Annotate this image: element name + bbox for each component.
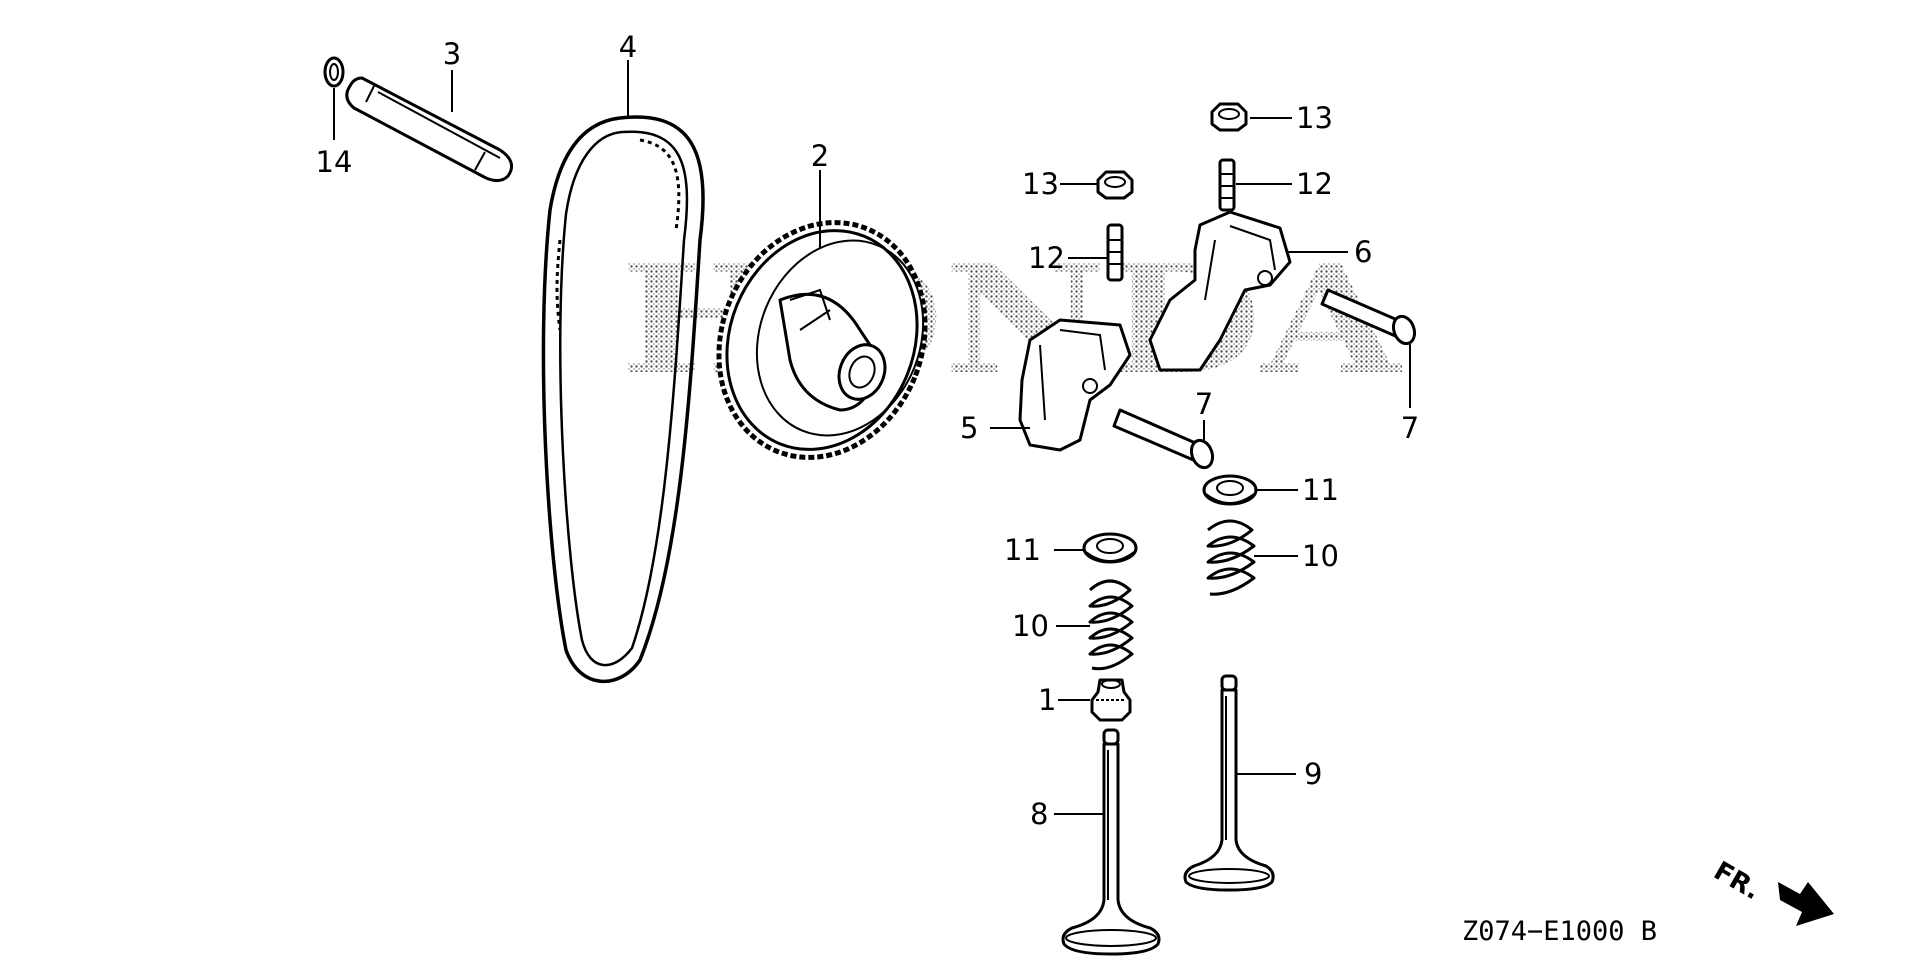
adjusting-screw-left-part bbox=[1106, 223, 1124, 282]
spring-retainer-left-part bbox=[1082, 532, 1138, 564]
callout-10-right: 10 bbox=[1302, 539, 1339, 573]
intake-valve-part bbox=[1061, 728, 1161, 956]
cam-pulley-part bbox=[716, 220, 928, 460]
valve-spring-left-part bbox=[1088, 579, 1134, 671]
front-arrow-icon bbox=[1778, 882, 1834, 926]
shaft-part bbox=[345, 76, 514, 183]
callouts: 14 3 4 2 13 12 13 12 6 5 7 7 11 10 11 10… bbox=[316, 30, 1420, 831]
callout-13-left: 13 bbox=[1022, 167, 1059, 201]
front-direction-arrow: FR. bbox=[1709, 856, 1834, 926]
callout-12-left: 12 bbox=[1028, 241, 1065, 275]
valve-spring-right-part bbox=[1206, 519, 1256, 596]
callout-3: 3 bbox=[443, 37, 461, 71]
callout-11-left: 11 bbox=[1004, 533, 1041, 567]
adjusting-screw-right-part bbox=[1218, 158, 1236, 212]
leader-lines bbox=[333, 60, 1411, 815]
callout-7-right: 7 bbox=[1401, 411, 1419, 445]
callout-13-right: 13 bbox=[1296, 101, 1333, 135]
timing-belt-part bbox=[541, 115, 705, 684]
callout-5: 5 bbox=[960, 411, 978, 445]
callout-7-left: 7 bbox=[1195, 387, 1213, 421]
spring-retainer-right-part bbox=[1202, 474, 1258, 506]
rocker-pin-left-part bbox=[1112, 408, 1215, 470]
nut-left-part bbox=[1096, 170, 1134, 200]
nut-right-part bbox=[1210, 102, 1248, 132]
diagram-code: Z074−E1000 B bbox=[1462, 916, 1657, 947]
rocker-arm-left-part bbox=[1018, 318, 1132, 452]
callout-11-right: 11 bbox=[1302, 473, 1339, 507]
callout-6: 6 bbox=[1354, 235, 1372, 269]
callout-10-left: 10 bbox=[1012, 609, 1049, 643]
callout-14: 14 bbox=[316, 145, 353, 179]
callout-8: 8 bbox=[1030, 797, 1048, 831]
callout-12-right: 12 bbox=[1296, 167, 1333, 201]
rocker-arm-right-part bbox=[1148, 210, 1292, 372]
callout-9: 9 bbox=[1304, 757, 1322, 791]
callout-2: 2 bbox=[811, 139, 829, 173]
stem-seal-part bbox=[1090, 678, 1132, 722]
callout-1: 1 bbox=[1038, 683, 1056, 717]
callout-4: 4 bbox=[619, 30, 637, 64]
front-direction-label: FR. bbox=[1709, 856, 1766, 906]
rocker-pin-right-part bbox=[1320, 288, 1417, 346]
exhaust-valve-part bbox=[1183, 674, 1275, 892]
o-ring-part bbox=[323, 56, 345, 88]
